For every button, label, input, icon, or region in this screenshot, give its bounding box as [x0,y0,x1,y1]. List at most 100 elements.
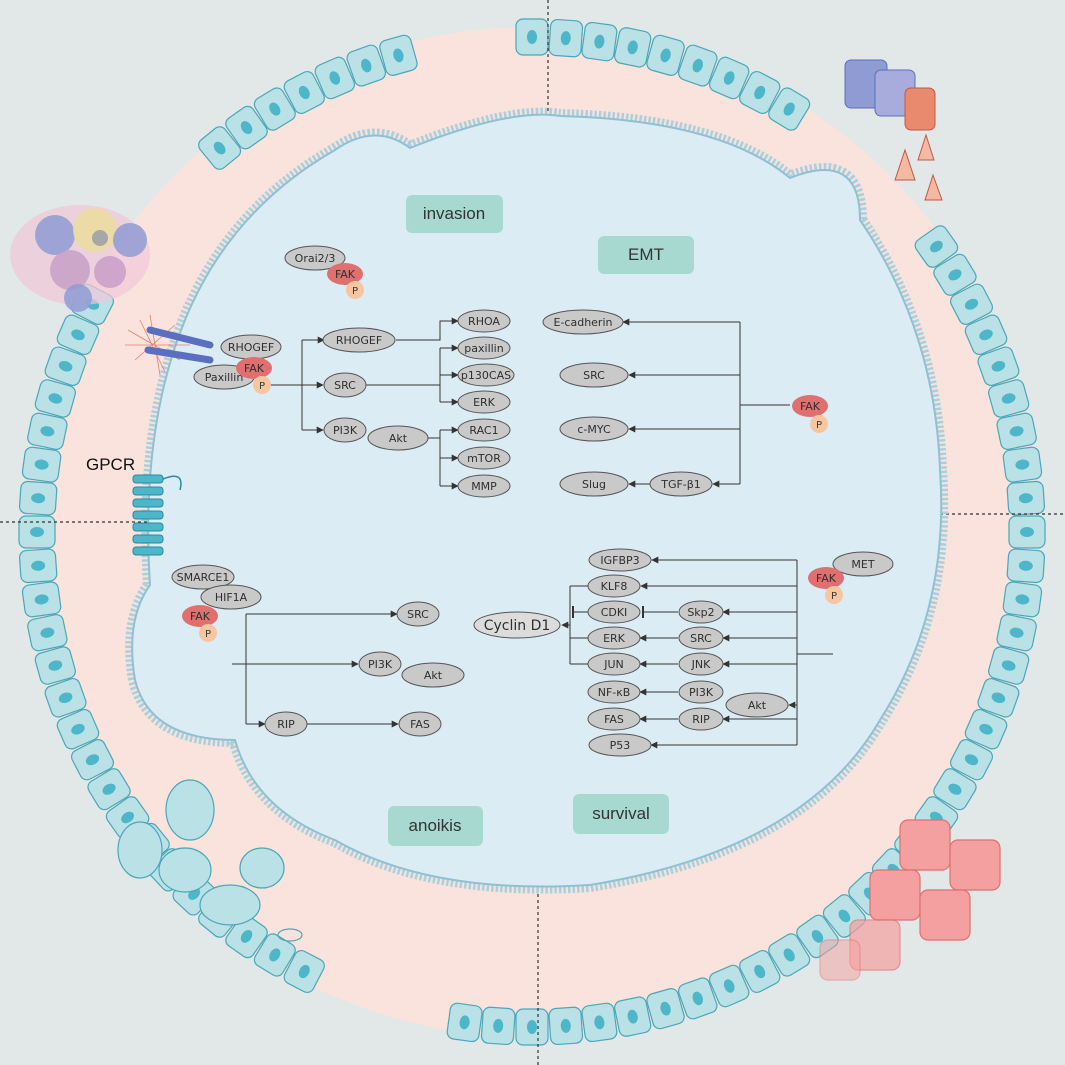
cell-nucleus [58,360,73,372]
cell-nucleus [527,30,537,44]
fak-badge-invasion: FAK P [236,357,272,394]
node-orai: Orai2/3 [295,252,336,265]
label-emt: EMT [598,236,694,274]
cell-nucleus [40,627,55,638]
node-igfbp3-shape [588,548,652,572]
cell-nucleus [948,783,962,795]
cell-nucleus [594,1015,605,1030]
survival-cell-cluster-icon [819,819,1001,981]
cell-nucleus [627,40,638,55]
cell-nucleus [964,298,979,310]
node-erk-sur: ERK [603,632,626,645]
node-skp2-shape [678,600,724,624]
node-slug-shape [559,471,629,497]
p-label: P [831,591,837,602]
node-src-emt-shape [559,362,629,388]
cell-nucleus [34,459,49,470]
cell-nucleus [723,71,735,85]
cell-nucleus [1009,627,1024,638]
node-rhoa-shape [457,309,511,333]
node-src-emt: SRC [583,369,605,382]
fak-label: FAK [800,400,821,413]
p-label: P [816,420,822,431]
node-igfbp3: IGFBP3 [600,554,639,567]
cell-nucleus [527,1020,537,1034]
node-p53: P53 [610,739,631,752]
cell-nucleus [660,1001,671,1016]
label-invasion: invasion [406,195,503,233]
cell-nucleus [48,660,63,671]
node-pi3k-ano-shape [358,651,402,677]
node-rip-ano-shape [264,711,308,737]
cell-nucleus [627,1009,638,1024]
cell-nucleus [1018,493,1033,504]
label-anoikis: anoikis [388,806,483,846]
node-tgfb1-shape [649,471,713,497]
node-cyclind1-shape [473,611,561,639]
cell-nucleus [329,71,341,85]
node-mmp-shape [457,474,511,498]
cell-nucleus [393,48,404,63]
node-jun-shape [587,652,641,676]
node-klf8-shape [587,574,641,598]
emt-cells-icon [844,59,943,201]
cell-nucleus [964,754,979,766]
node-fas-sur-shape [587,707,641,731]
node-rhogef-shape [322,327,396,353]
node-pi3k-sur-shape [678,680,724,704]
cell-nucleus [783,102,795,116]
node-nfkb-shape [587,680,641,704]
node-paxillin: paxillin [464,342,503,355]
node-smarce1: SMARCE1 [177,571,230,584]
cell-nucleus [948,269,962,281]
fak-badge-invasion-top: FAK P [327,263,364,299]
cell-nucleus [660,48,671,63]
cell-nucleus [991,360,1006,372]
cell-nucleus [269,948,281,962]
p-label: P [205,629,211,640]
node-akt-inv-shape [367,425,429,451]
edges [232,317,833,749]
cell-nucleus [1020,527,1034,537]
node-tgfb1: TGF-β1 [660,478,701,491]
node-rhoa: RHOA [468,315,500,328]
cell-nucleus [459,1015,470,1030]
cell-nucleus [71,329,85,341]
cell-nucleus [692,991,704,1006]
node-mmp: MMP [471,480,497,493]
node-hif1a-shape [200,584,262,610]
node-pi3k-inv-shape [323,417,367,443]
cell-nucleus [754,964,766,979]
cell-nucleus [121,811,135,824]
cell-nucleus [269,102,281,116]
cell-nucleus [723,979,735,993]
node-src-sur: SRC [690,632,712,645]
node-cmyc-shape [559,416,629,442]
cell-nucleus [34,594,49,605]
node-ecadherin: E-cadherin [554,316,613,329]
cell-nucleus [560,1018,571,1033]
fak-badges: FAK P FAK P FAK P FAK P FAK P [182,263,844,642]
node-cdki: CDKI [601,606,628,619]
fak-badge-anoikis: FAK P [182,605,218,642]
cell-nucleus [838,909,851,923]
cell-nucleus [560,31,571,46]
cell-nucleus [240,121,253,135]
node-ecadherin-shape [542,309,624,335]
cell-nucleus [811,929,824,943]
nodes: Orai2/3 RHOGEF Paxillin RHOGEF SRC PI3K … [171,245,894,757]
cell-nucleus [1001,393,1016,404]
fak-label: FAK [190,610,211,623]
cell-nucleus [71,723,85,735]
node-rac1: RAC1 [469,424,498,437]
cell-nucleus [85,754,100,766]
node-pi3k-sur: PI3K [689,686,714,699]
node-src-sur-shape [678,626,724,650]
cell-nucleus [594,34,605,49]
cell-nucleus [783,948,795,962]
node-paxillin-left: Paxillin [205,371,244,384]
cell-nucleus [213,141,226,155]
node-fas-sur: FAS [604,713,624,726]
fak-label: FAK [244,362,265,375]
